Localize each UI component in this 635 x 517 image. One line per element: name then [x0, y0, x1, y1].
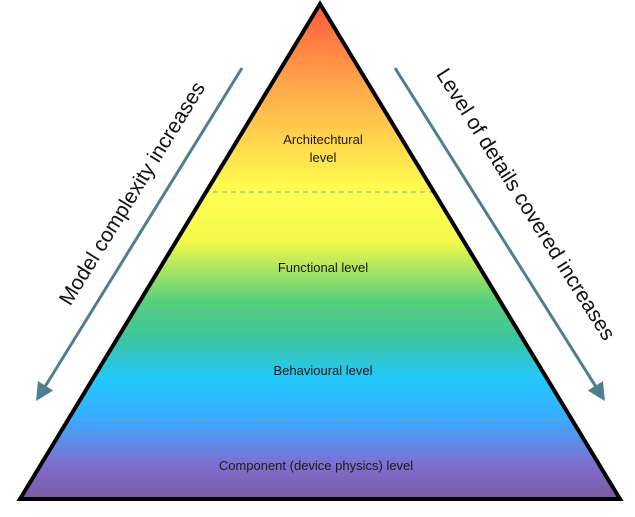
model-complexity-arrow	[36, 67, 244, 402]
level-label-architectural-line2: level	[310, 150, 337, 165]
level-label-functional: Functional level	[278, 260, 368, 275]
pyramid-body	[20, 4, 620, 499]
pyramid-outline	[16, 0, 624, 501]
level-of-details-arrow	[393, 67, 605, 402]
level-label-behavioural: Behavioural level	[273, 363, 372, 378]
level-label-architectural: Architechtural	[283, 132, 363, 147]
level-label-component: Component (device physics) level	[219, 458, 413, 473]
